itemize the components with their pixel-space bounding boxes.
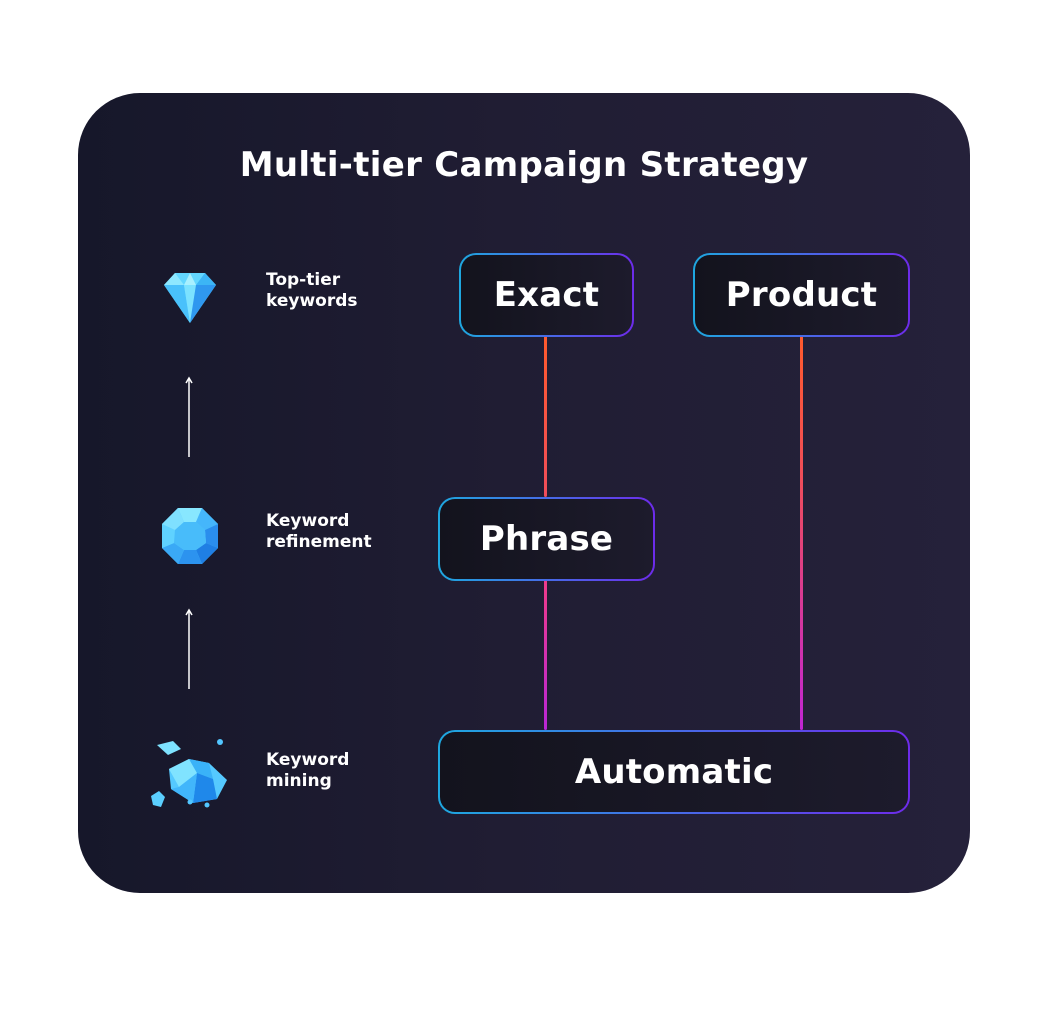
diamond-icon <box>164 273 216 323</box>
product-campaign-box: Product <box>693 253 910 337</box>
phrase-to-automatic-connector <box>544 580 547 730</box>
exact-campaign-label: Exact <box>461 255 632 335</box>
raw-crystal-icon <box>151 739 227 808</box>
strategy-card: Multi-tier Campaign Strategy <box>78 93 970 893</box>
up-arrow-icon <box>185 376 193 457</box>
automatic-campaign-box: Automatic <box>438 730 910 814</box>
tier-label-keyword-refinement: Keyword refinement <box>266 511 372 552</box>
tier-label-keyword-mining: Keyword mining <box>266 750 350 791</box>
product-to-automatic-connector <box>800 336 803 730</box>
phrase-campaign-label: Phrase <box>440 499 653 579</box>
octagon-gem-icon <box>162 508 218 564</box>
up-arrow-icon <box>185 608 193 689</box>
exact-campaign-box: Exact <box>459 253 634 337</box>
diagram-title: Multi-tier Campaign Strategy <box>239 145 809 185</box>
automatic-campaign-label: Automatic <box>440 732 908 812</box>
tier-label-top-tier-keywords: Top-tier keywords <box>266 270 358 311</box>
phrase-campaign-box: Phrase <box>438 497 655 581</box>
product-campaign-label: Product <box>695 255 908 335</box>
exact-to-phrase-connector <box>544 336 547 497</box>
